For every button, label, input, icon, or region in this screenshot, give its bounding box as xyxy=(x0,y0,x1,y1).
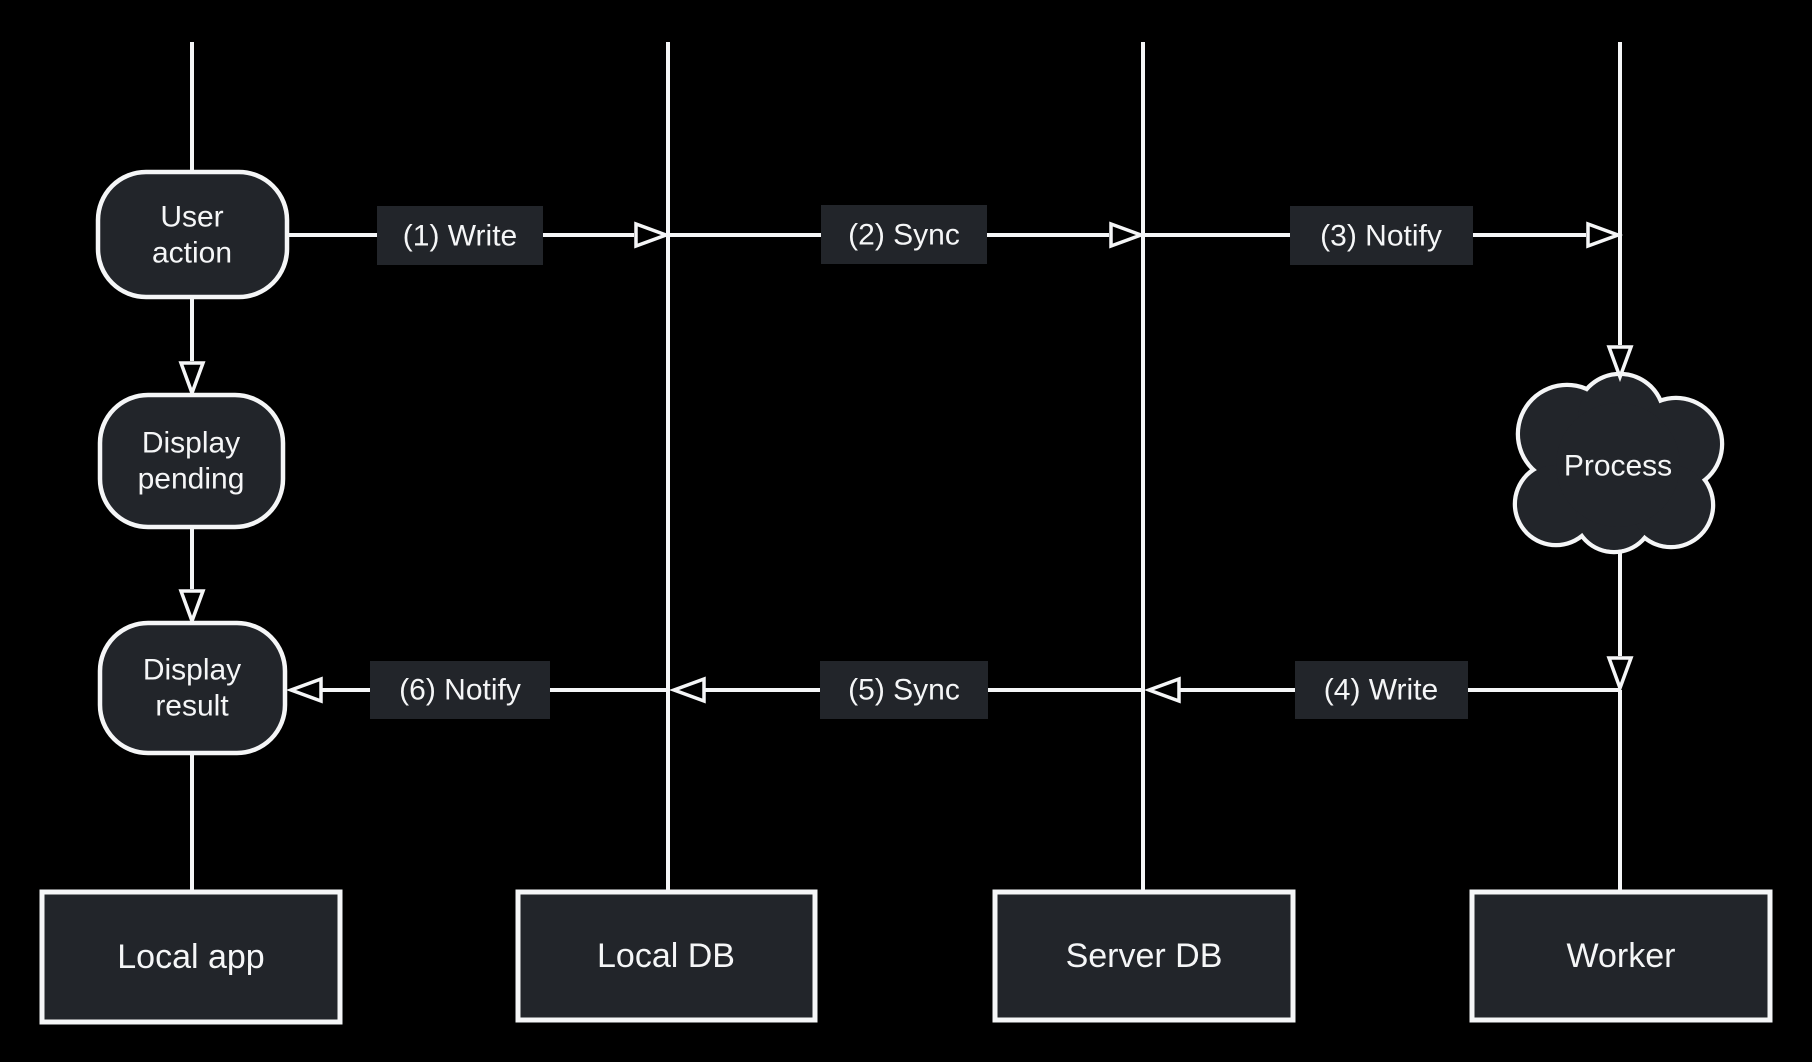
arrowhead-into-process xyxy=(1606,345,1634,383)
actor-worker-label: Worker xyxy=(1567,937,1676,975)
arrowhead-worker-return xyxy=(1606,656,1634,694)
cloud-body xyxy=(1517,376,1720,550)
actor-local-db-shape xyxy=(515,889,818,1023)
edge-4-label-bg xyxy=(1295,661,1468,719)
arrowhead-into-display-result xyxy=(178,589,206,627)
state-nodes: User action Display pending Display resu… xyxy=(95,169,290,756)
arrowhead-edge-3 xyxy=(1586,221,1624,249)
actor-local-app-label: Local app xyxy=(117,938,264,976)
actor-local-app-shape xyxy=(39,889,343,1025)
actor-worker-shape xyxy=(1469,889,1773,1023)
arrowhead-edge-6 xyxy=(285,676,323,704)
display-pending-node: Display pending xyxy=(97,392,286,530)
user-action-shape xyxy=(95,169,290,300)
edge-6-label-text: (6) Notify xyxy=(399,674,521,707)
edge-2-label-bg xyxy=(821,205,987,264)
edge-5-label: (5) Sync xyxy=(820,661,988,719)
arrowhead-edge-1 xyxy=(634,221,672,249)
edge-5-label-bg xyxy=(820,661,988,719)
flow-lines xyxy=(287,233,1620,692)
user-action-node: User action xyxy=(95,169,290,300)
arrowhead-edge-4 xyxy=(1143,676,1181,704)
arrowhead-edge-2 xyxy=(1109,221,1147,249)
display-result-node: Display result xyxy=(97,620,288,756)
process-cloud-label: Process xyxy=(1564,450,1672,483)
actor-local-db-label: Local DB xyxy=(597,937,735,975)
display-pending-shape xyxy=(97,392,286,530)
user-action-label-line1: User xyxy=(160,201,223,234)
display-result-shape xyxy=(97,620,288,756)
actor-worker: Worker xyxy=(1469,889,1773,1023)
arrowhead-edge-5 xyxy=(668,676,706,704)
edge-4-label-text: (4) Write xyxy=(1324,674,1438,707)
edge-1-label-text: (1) Write xyxy=(403,220,517,253)
arrowhead-into-display-pending xyxy=(178,361,206,399)
edge-1-label: (1) Write xyxy=(377,206,543,265)
edge-3-label: (3) Notify xyxy=(1290,206,1473,265)
process-cloud-node: Process xyxy=(1512,371,1725,555)
display-pending-label-line2: pending xyxy=(138,463,245,496)
actor-boxes: Local app Local DB Server DB Worker xyxy=(39,889,1773,1025)
edge-6-label: (6) Notify xyxy=(370,661,550,719)
edge-labels: (1) Write (2) Sync (3) Notify (4) Write … xyxy=(370,205,1473,719)
arrowheads xyxy=(178,221,1634,704)
display-result-label-line1: Display xyxy=(143,654,241,687)
edge-4-label: (4) Write xyxy=(1295,661,1468,719)
user-action-label-line2: action xyxy=(152,237,232,270)
display-pending-label-line1: Display xyxy=(142,427,240,460)
actor-local-db: Local DB xyxy=(515,889,818,1023)
edge-6-label-bg xyxy=(370,661,550,719)
edge-5-label-text: (5) Sync xyxy=(848,674,960,707)
edge-1-label-bg xyxy=(377,206,543,265)
edge-3-label-bg xyxy=(1290,206,1473,265)
actor-server-db-shape xyxy=(992,889,1296,1023)
actor-server-db: Server DB xyxy=(992,889,1296,1023)
actor-server-db-label: Server DB xyxy=(1066,937,1223,975)
lifelines xyxy=(190,42,1622,893)
actor-local-app: Local app xyxy=(39,889,343,1025)
edge-2-label-text: (2) Sync xyxy=(848,219,960,252)
display-result-label-line2: result xyxy=(155,690,229,723)
edge-3-label-text: (3) Notify xyxy=(1320,220,1442,253)
edge-2-label: (2) Sync xyxy=(821,205,987,264)
